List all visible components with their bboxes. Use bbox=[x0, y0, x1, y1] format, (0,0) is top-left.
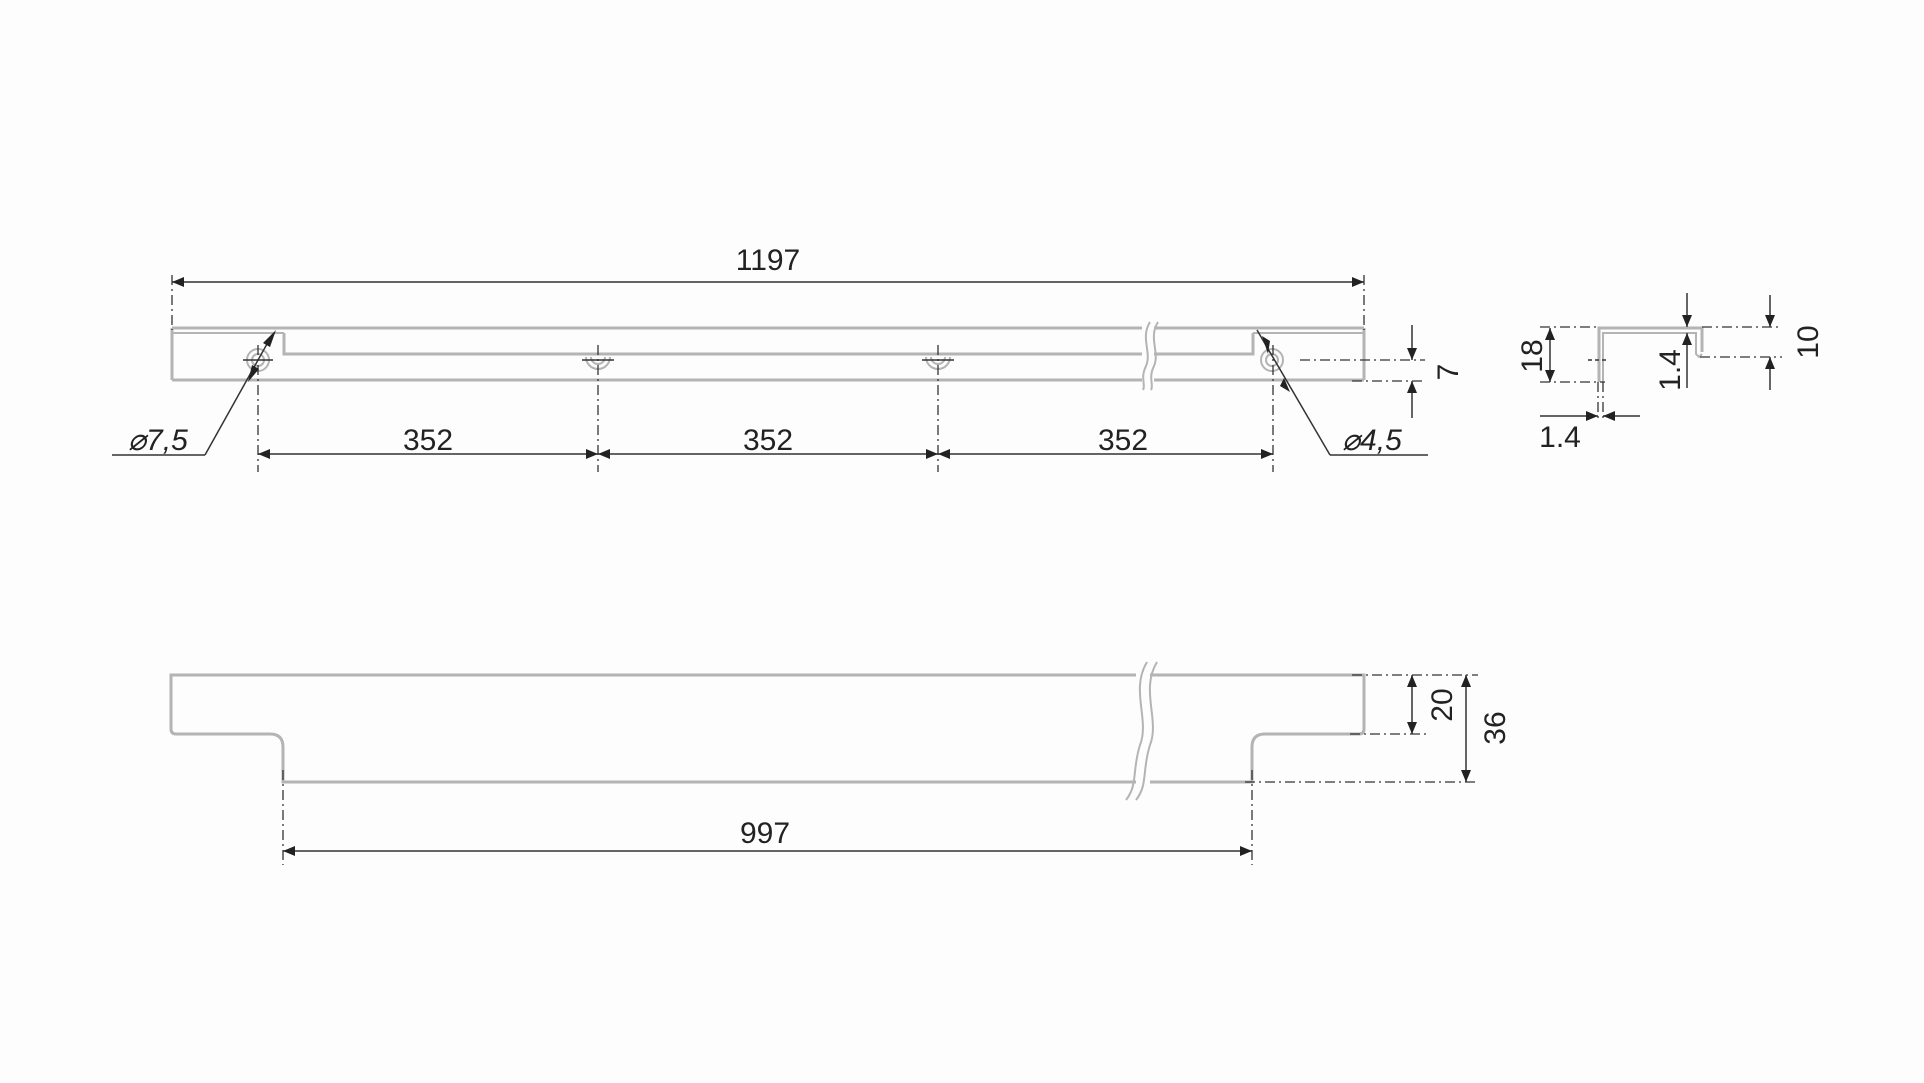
dimension-hole-diameter-large: ⌀7,5 bbox=[112, 330, 276, 457]
dimension-1197-label: 1197 bbox=[736, 244, 801, 277]
top-view: 1197 352 352 352 ⌀7,5 ⌀4,5 bbox=[112, 244, 1465, 472]
spacing-label-2: 352 bbox=[743, 424, 793, 457]
thickness-top-label: 1.4 bbox=[1654, 349, 1687, 391]
height-36-label: 36 bbox=[1479, 711, 1512, 744]
diameter-4-5-label: ⌀4,5 bbox=[1342, 424, 1402, 457]
offset-7-label: 7 bbox=[1432, 364, 1465, 381]
front-view: 997 20 36 bbox=[169, 661, 1512, 865]
hole-4 bbox=[1260, 348, 1284, 372]
top-view-outline bbox=[170, 321, 1366, 391]
diameter-7-5-label: ⌀7,5 bbox=[128, 424, 188, 457]
dimension-lip-height: 10 bbox=[1765, 295, 1825, 390]
dimension-profile-height: 18 bbox=[1516, 328, 1555, 382]
dimension-hole-diameter-small: ⌀4,5 bbox=[1256, 329, 1428, 457]
length-997-label: 997 bbox=[740, 817, 790, 850]
dimension-hole-spacing: 352 352 352 bbox=[258, 424, 1273, 459]
mounting-holes bbox=[243, 348, 1284, 372]
dimension-wall-thickness-side: 1.4 bbox=[1539, 411, 1640, 454]
dimension-overall-length: 1197 bbox=[172, 244, 1364, 287]
dimension-inner-length: 997 bbox=[283, 817, 1252, 856]
spacing-label-3: 352 bbox=[1098, 424, 1148, 457]
dimension-hole-offset: 7 bbox=[1407, 325, 1465, 418]
lip-10-label: 10 bbox=[1792, 325, 1825, 358]
dimension-total-height: 36 bbox=[1461, 675, 1512, 782]
dimension-top-height: 20 bbox=[1407, 675, 1459, 734]
profile-section: 18 1.4 1.4 10 bbox=[1516, 293, 1825, 454]
dimension-wall-thickness-top: 1.4 bbox=[1654, 293, 1692, 391]
spacing-label-1: 352 bbox=[403, 424, 453, 457]
height-18-label: 18 bbox=[1516, 339, 1549, 372]
thickness-side-label: 1.4 bbox=[1539, 421, 1581, 454]
height-20-label: 20 bbox=[1426, 688, 1459, 721]
